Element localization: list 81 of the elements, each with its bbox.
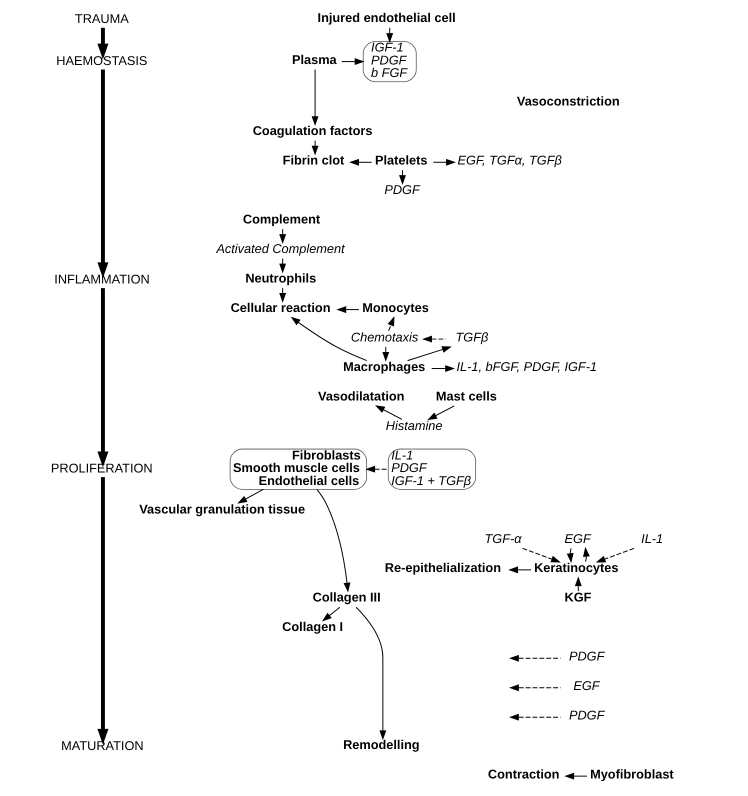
arrow xyxy=(96,477,108,745)
arrow xyxy=(364,466,388,473)
node-text: TGFβ xyxy=(455,329,488,344)
node-text: Remodelling xyxy=(342,737,420,752)
arrow xyxy=(96,288,108,468)
node-text: Vasodilatation xyxy=(318,388,404,404)
arrow xyxy=(574,576,582,592)
node-text: PDGF xyxy=(384,182,420,198)
arrow xyxy=(278,288,286,303)
node-text: Histamine xyxy=(385,418,442,433)
node-text: Platelets xyxy=(374,152,427,168)
arrow xyxy=(386,27,393,43)
arrow xyxy=(430,365,455,372)
arrow xyxy=(321,606,340,622)
arrow xyxy=(426,405,454,420)
arrow xyxy=(406,346,452,362)
arrow xyxy=(508,654,560,662)
arrow xyxy=(236,488,264,504)
node-box: IL-1 PDGF IGF-1 + TGFβ xyxy=(387,448,476,490)
node-text: TGF-α xyxy=(484,530,522,546)
node-text: HAEMOSTASIS xyxy=(56,52,147,68)
node-text: INFLAMMATION xyxy=(54,271,150,286)
node-text: EGF xyxy=(572,678,600,694)
arrow xyxy=(316,489,350,593)
node-text: Vascular granulation tissue xyxy=(138,501,305,516)
node-text: Monocytes xyxy=(362,300,428,315)
arrow xyxy=(348,158,372,166)
node-text: Coagulation factors xyxy=(252,123,372,138)
node-text: Fibrin clot xyxy=(282,152,344,168)
node-text: Injured endothelial cell xyxy=(317,10,456,26)
arrow xyxy=(311,69,318,126)
arrow xyxy=(566,548,574,564)
arrow xyxy=(290,316,367,362)
arrow xyxy=(595,548,634,562)
node-text: EGF xyxy=(564,530,590,546)
arrow xyxy=(582,546,590,562)
node-text: Re-epithelialization xyxy=(384,560,500,576)
node-box: Fibroblasts Smooth muscle cells Endothelial cells xyxy=(229,448,367,490)
node-text: IL-1, bFGF, PDGF, IGF-1 xyxy=(456,358,597,374)
arrow xyxy=(508,566,532,574)
arrow xyxy=(422,336,446,343)
arrow xyxy=(508,684,560,692)
node-text: Macrophages xyxy=(342,358,425,374)
node-text: EGF, TGFα, TGFβ xyxy=(456,152,562,168)
arrow xyxy=(96,69,108,278)
arrow xyxy=(278,228,286,244)
arrow xyxy=(432,158,456,166)
node-text: KGF xyxy=(564,590,591,605)
node-text: IL-1 xyxy=(640,530,663,546)
arrow xyxy=(340,58,364,66)
node-text: MATURATION xyxy=(60,738,144,754)
arrow xyxy=(278,258,286,274)
node-text: Vasoconstriction xyxy=(516,94,620,109)
node-text: Collagen I xyxy=(282,619,343,634)
arrow xyxy=(355,606,386,740)
arrow xyxy=(311,140,318,156)
node-text: PDGF xyxy=(568,648,604,664)
arrow xyxy=(508,714,560,721)
node-text: PDGF xyxy=(568,708,604,723)
node-text: Activated Complement xyxy=(216,241,344,256)
node-text: Chemotaxis xyxy=(350,329,418,344)
node-text: Myofibroblast xyxy=(590,766,674,782)
node-text: PROLIFERATION xyxy=(50,460,152,476)
arrow xyxy=(374,405,402,420)
arrow xyxy=(564,772,587,780)
node-text: Collagen III xyxy=(312,590,380,605)
node-box: IGF-1 PDGF b FGF xyxy=(362,41,416,82)
node-text: Plasma xyxy=(292,52,336,67)
node-text: Neutrophils xyxy=(244,270,316,286)
node-text: Cellular reaction xyxy=(230,300,330,315)
node-text: TRAUMA xyxy=(74,11,128,26)
arrow xyxy=(387,316,394,332)
arrow xyxy=(522,548,560,562)
node-text: Keratinocytes xyxy=(534,560,618,576)
node-text: Contraction xyxy=(487,766,559,782)
node-text: Complement xyxy=(242,212,320,227)
arrow xyxy=(336,306,359,314)
arrow xyxy=(382,346,389,362)
arrow xyxy=(96,28,108,60)
arrow xyxy=(398,170,406,186)
node-text: Mast cells xyxy=(435,388,496,404)
